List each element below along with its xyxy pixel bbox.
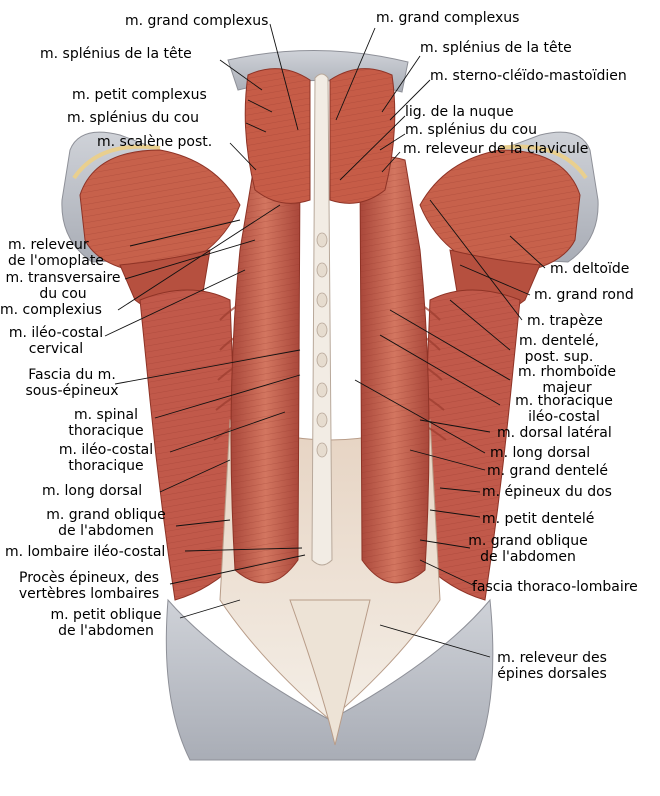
label-splenius-cou-left: m. splénius du cou (67, 110, 199, 126)
sacral-fascia-tip (289, 599, 371, 746)
label-long-dorsal-left: m. long dorsal (42, 483, 143, 499)
label-long-dorsal-right: m. long dorsal (490, 445, 591, 461)
label-fascia-sous-epineux: Fascia du m.sous-épineux (25, 367, 119, 399)
label-scalene-post: m. scalène post. (97, 134, 213, 150)
label-lig-nuque: lig. de la nuque (405, 104, 514, 120)
label-grand-dentele: m. grand dentelé (487, 463, 608, 479)
label-deltoide: m. deltoïde (550, 261, 630, 277)
label-splenius-cou-right: m. splénius du cou (405, 122, 537, 138)
leader-lines (104, 23, 546, 658)
vertebrae (316, 232, 328, 458)
label-grand-complexus-right: m. grand complexus (376, 10, 520, 26)
label-releveur-clavicule: m. releveur de la clavicule (403, 141, 589, 157)
spine (311, 73, 333, 566)
label-splenius-tete-left: m. splénius de la tête (40, 46, 192, 62)
label-fascia-thoraco-lombaire: fascia thoraco-lombaire (472, 579, 638, 595)
label-petit-dentele: m. petit dentelé (482, 511, 595, 527)
label-epineux-dos: m. épineux du dos (482, 484, 612, 500)
label-complexius: m. complexius (0, 302, 102, 318)
label-splenius-tete-right: m. splénius de la tête (420, 40, 572, 56)
label-grand-rond: m. grand rond (534, 287, 634, 303)
label-petit-complexus: m. petit complexus (72, 87, 207, 103)
label-trapeze: m. trapèze (527, 313, 603, 329)
label-dorsal-lateral: m. dorsal latéral (497, 425, 612, 441)
label-grand-complexus-left: m. grand complexus (125, 13, 269, 29)
label-lombaire-ileo-costal: m. lombaire iléo-costal (5, 544, 166, 560)
label-sterno-cleido: m. sterno-cléïdo-mastoïdien (430, 68, 627, 84)
pelvis-skin (165, 598, 494, 761)
label-dentele-post-sup: m. dentelé,post. sup. (519, 333, 599, 365)
